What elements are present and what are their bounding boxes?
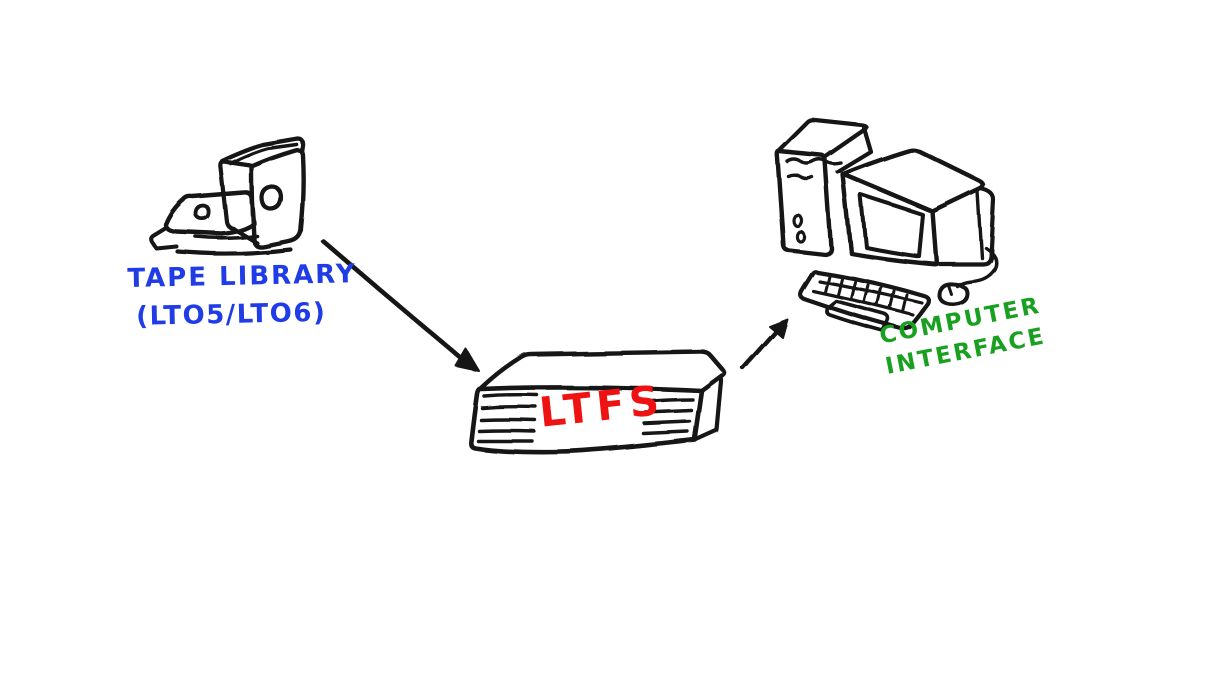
tape-library-label-line2: (LTO5/LTO6) xyxy=(135,297,327,332)
base-line-short xyxy=(194,234,259,241)
base-line xyxy=(175,247,294,257)
server-box-icon xyxy=(468,348,728,455)
computer-drawing xyxy=(774,117,998,333)
mouse-cable xyxy=(955,246,998,288)
arrowhead xyxy=(455,348,480,372)
tape-library-label: TAPE LIBRARY (LTO5/LTO6) xyxy=(127,255,358,336)
arrow-ltfs-to-computer xyxy=(740,318,788,371)
tape-library-drawing xyxy=(149,136,306,257)
power-button xyxy=(791,212,803,228)
arrowhead xyxy=(768,318,788,338)
mouse-icon xyxy=(937,246,998,306)
key-strokes xyxy=(823,274,909,314)
crt-monitor-icon xyxy=(840,148,997,267)
tape-cartridge-flat-icon xyxy=(149,190,257,251)
spacebar xyxy=(824,299,891,333)
vent-lines-left xyxy=(476,392,539,443)
vent-lines-right xyxy=(642,398,695,436)
tape-cartridge-upright-icon xyxy=(218,136,306,250)
tower-icon xyxy=(774,117,874,257)
ltfs-server-drawing xyxy=(468,348,728,455)
tape-library-label-line1: TAPE LIBRARY xyxy=(127,259,358,294)
reset-button xyxy=(794,229,806,243)
keyboard-icon xyxy=(798,269,931,333)
arrow-tape-to-ltfs xyxy=(320,238,480,372)
